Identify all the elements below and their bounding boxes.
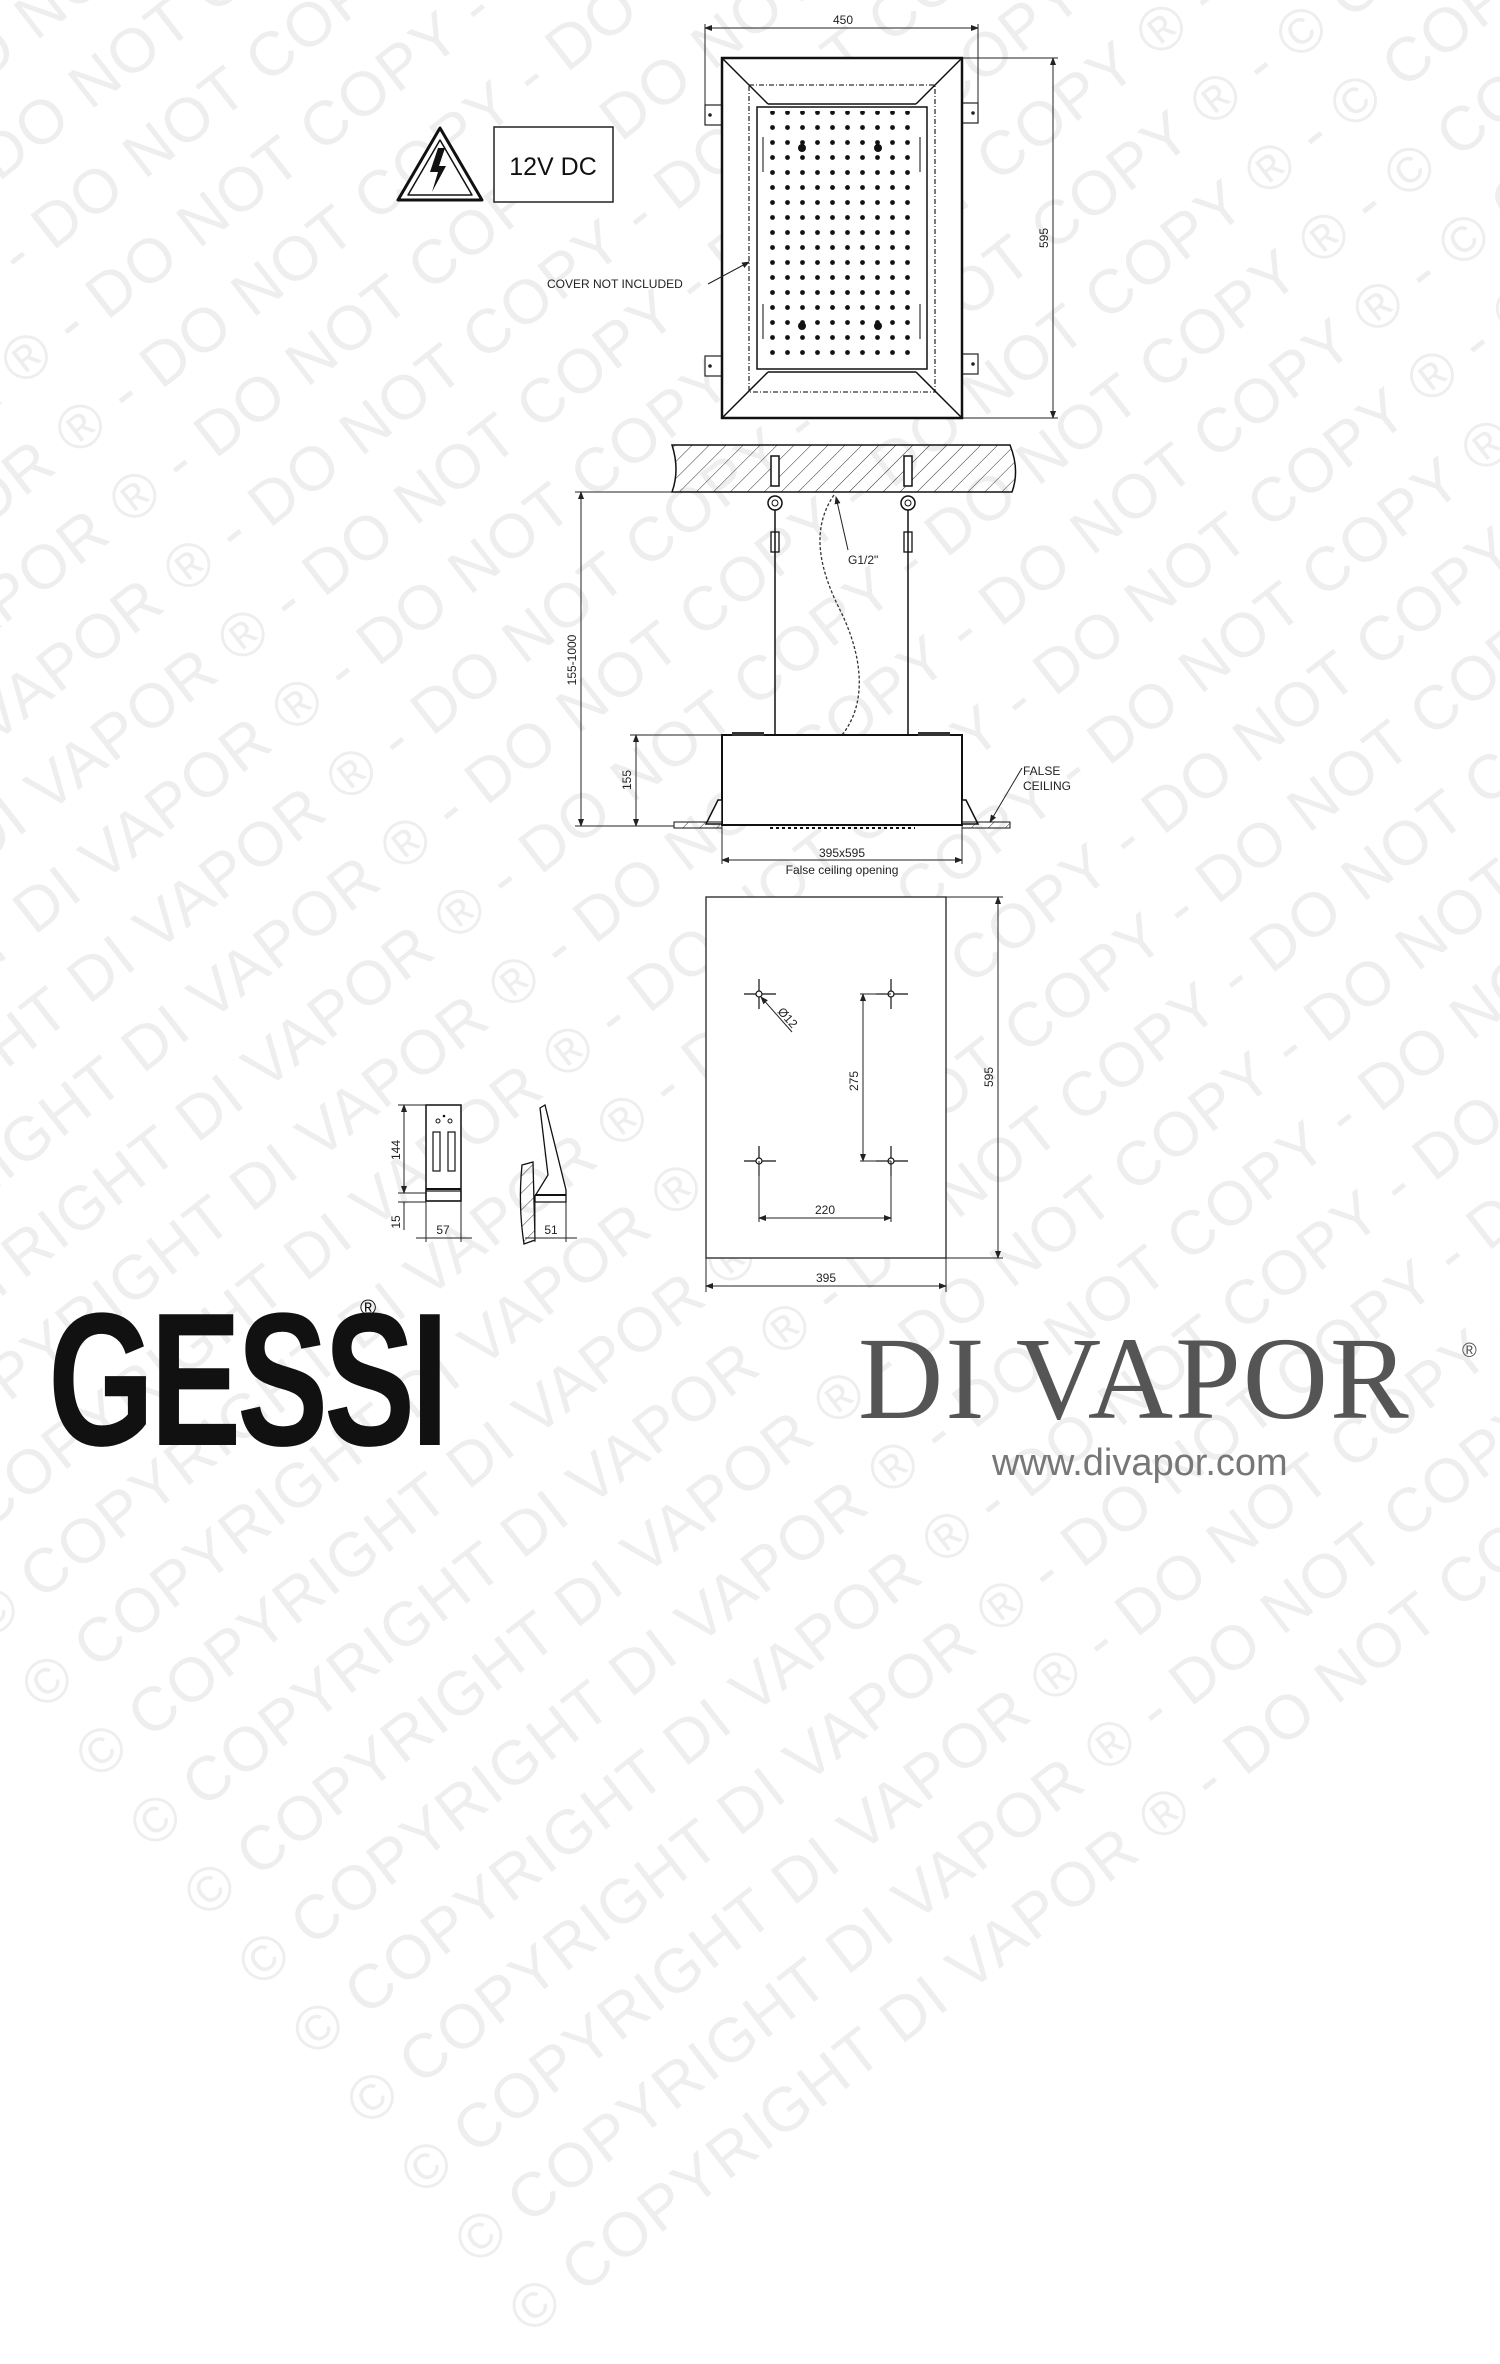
voltage-label: 12V DC: [509, 153, 597, 181]
high-voltage-warning-icon: [396, 126, 484, 202]
width-dimension: 450: [833, 13, 853, 27]
divapor-registered-mark: ®: [1462, 1340, 1477, 1362]
inlet-label: G1/2": [848, 553, 878, 567]
opening-label: False ceiling opening: [786, 863, 899, 877]
voltage-label-box: 12V DC: [493, 126, 614, 203]
suspension-cable-right: [900, 455, 916, 735]
bracket-width-dimension: 57: [436, 1223, 450, 1237]
gessi-registered-mark: ®: [360, 1295, 377, 1320]
cover-not-included-note: COVER NOT INCLUDED: [547, 277, 683, 291]
side-view: G1/2" 155-1000 155 FALSE CEILING 395x595…: [565, 444, 1071, 877]
template-height-dimension: 595: [982, 1067, 996, 1087]
false-ceiling-label: FALSE: [1023, 764, 1060, 778]
gessi-logo: GESSI: [48, 1274, 449, 1486]
opening-dimension: 395x595: [819, 846, 865, 860]
divapor-logo: DI VAPOR: [858, 1313, 1411, 1444]
horizontal-spacing-dimension: 220: [815, 1203, 835, 1217]
height-dimension: 595: [1037, 228, 1051, 248]
suspension-cable-left: [767, 455, 783, 735]
bracket-front-view: 144 15 57: [389, 1104, 472, 1242]
bracket-height-dimension: 144: [389, 1140, 403, 1160]
bracket-depth-dimension: 51: [544, 1223, 558, 1237]
body-height-dimension: 155: [620, 770, 634, 790]
bracket-base-dimension: 15: [389, 1215, 403, 1229]
top-view: 450 595: [547, 13, 1058, 420]
vertical-spacing-dimension: 275: [847, 1071, 861, 1091]
divapor-website-link[interactable]: www.divapor.com: [992, 1442, 1288, 1484]
false-ceiling-label-line2: CEILING: [1023, 779, 1071, 793]
template-width-dimension: 395: [816, 1271, 836, 1285]
bracket-side-view: 51: [519, 1103, 577, 1245]
drop-dimension: 155-1000: [565, 634, 579, 685]
technical-drawing: 450 595: [389, 13, 1071, 1292]
ceiling-template-view: Ø12 275 220 595 395: [705, 896, 1003, 1292]
